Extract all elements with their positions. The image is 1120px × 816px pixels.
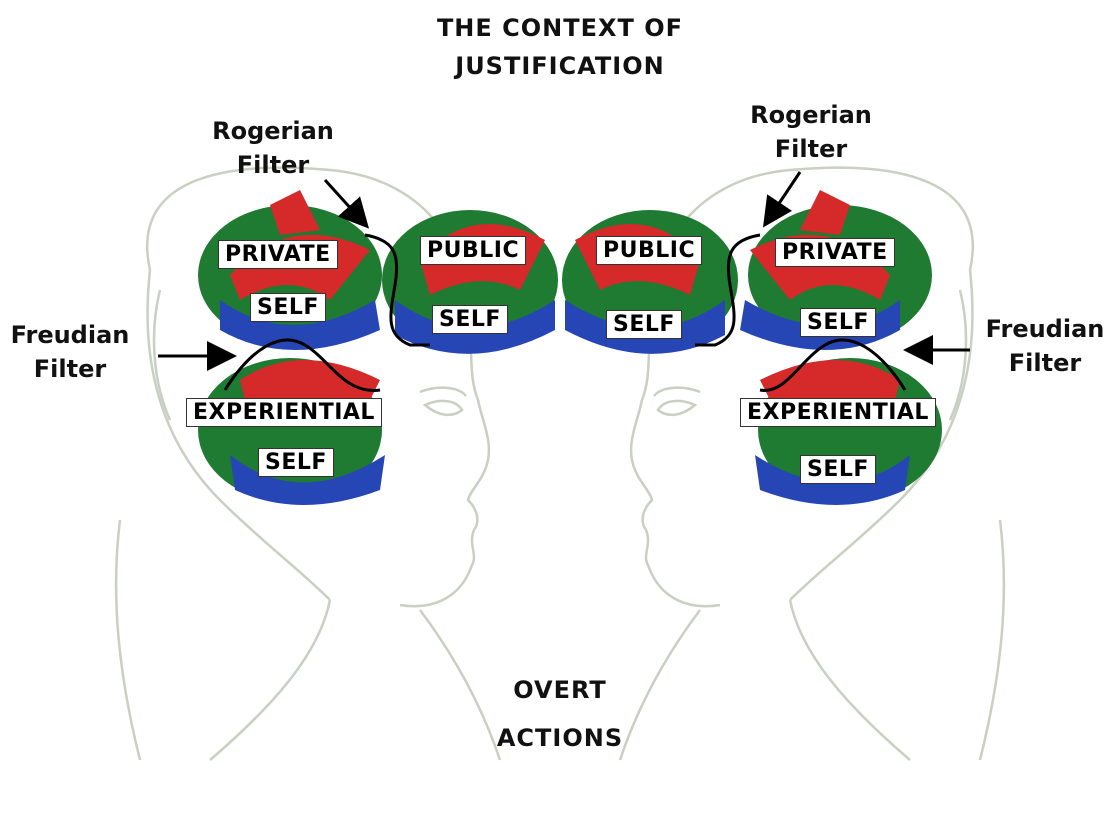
left-experiential-self-blob bbox=[198, 358, 385, 505]
left-public-label: PUBLIC bbox=[420, 236, 527, 265]
right-experiential-label: EXPERIENTIAL bbox=[740, 398, 936, 427]
left-public-self-label: SELF bbox=[432, 305, 508, 334]
right-rogerian-filter-curve bbox=[695, 233, 761, 347]
left-private-label: PRIVATE bbox=[218, 240, 338, 269]
overt-actions-line-1: OVERT bbox=[513, 676, 607, 704]
left-freudian-filter-label: Freudian Filter bbox=[0, 318, 140, 386]
right-freudian-line-1: Freudian bbox=[985, 315, 1105, 343]
left-rogerian-arrow bbox=[323, 178, 370, 229]
right-rogerian-line-2: Filter bbox=[774, 135, 848, 163]
right-public-label: PUBLIC bbox=[596, 236, 703, 265]
left-experiential-self-label: SELF bbox=[258, 448, 334, 477]
left-rogerian-filter-label: Rogerian Filter bbox=[198, 114, 348, 182]
diagram-title-line-2: JUSTIFICATION bbox=[455, 52, 665, 80]
left-rogerian-line-2: Filter bbox=[236, 151, 310, 179]
left-freudian-line-2: Filter bbox=[33, 355, 107, 383]
left-private-self-label: SELF bbox=[250, 293, 326, 322]
right-freudian-filter-label: Freudian Filter bbox=[975, 312, 1115, 380]
right-experiential-self-label: SELF bbox=[800, 455, 876, 484]
right-public-self-label: SELF bbox=[606, 310, 682, 339]
right-freudian-line-2: Filter bbox=[1008, 349, 1082, 377]
right-rogerian-arrow bbox=[763, 171, 802, 228]
right-private-self-label: SELF bbox=[800, 308, 876, 337]
left-rogerian-line-1: Rogerian bbox=[212, 117, 334, 145]
right-rogerian-line-1: Rogerian bbox=[750, 101, 872, 129]
left-rogerian-filter-curve bbox=[364, 233, 430, 347]
left-freudian-filter-curve bbox=[223, 338, 381, 392]
overt-actions-line-2: ACTIONS bbox=[496, 724, 624, 752]
diagram-title-line-1: THE CONTEXT OF bbox=[436, 14, 684, 42]
right-private-label: PRIVATE bbox=[775, 238, 895, 267]
right-freudian-filter-curve bbox=[759, 338, 907, 392]
right-rogerian-filter-label: Rogerian Filter bbox=[736, 98, 886, 166]
left-experiential-label: EXPERIENTIAL bbox=[186, 398, 382, 427]
left-freudian-line-1: Freudian bbox=[10, 321, 130, 349]
